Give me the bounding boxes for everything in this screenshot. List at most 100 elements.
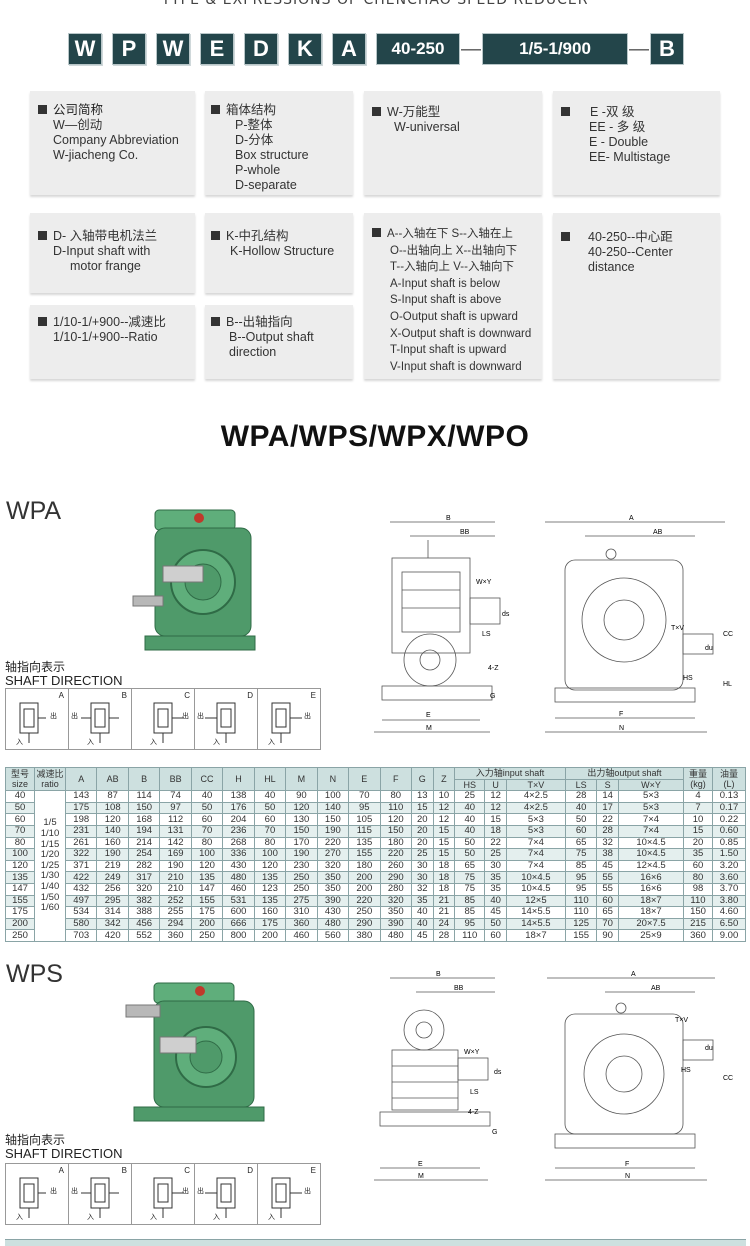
- dim-txv: T×V: [675, 1017, 688, 1024]
- table-cell: 12: [484, 790, 507, 803]
- shaft-d-icon: [205, 702, 236, 743]
- table-cell: 600: [222, 906, 255, 919]
- table-cell: 110: [379, 801, 412, 815]
- table-cell: 7×4: [618, 824, 684, 838]
- table-cell: 147: [5, 882, 35, 896]
- col-head: E: [348, 766, 381, 792]
- table-cell: 40: [5, 790, 35, 803]
- shaft-option-d: D 出 入: [195, 689, 258, 749]
- section-title: WPA/WPS/WPX/WPO: [220, 420, 530, 453]
- table-cell: 9.00: [712, 929, 746, 942]
- table-cell: 55: [596, 871, 619, 884]
- table-cell: 15: [432, 824, 456, 838]
- dim-m: M: [418, 1173, 424, 1180]
- table-cell: 290: [379, 871, 412, 884]
- shaft-c-icon: [153, 1177, 184, 1218]
- panel-heading: K-中孔结构: [226, 229, 289, 243]
- table-cell: 1.50: [712, 848, 746, 861]
- table-cell: 6.50: [712, 917, 746, 931]
- table-cell: 70: [5, 824, 35, 838]
- dim-du: du: [705, 1045, 713, 1052]
- table-cell: 350: [379, 906, 412, 919]
- table-cell: 215: [683, 917, 713, 931]
- table-cell: 60: [683, 859, 713, 873]
- col-head: HS: [454, 778, 486, 792]
- table-cell: 320: [379, 894, 412, 908]
- table-cell: 380: [348, 929, 381, 942]
- table-cell: 190: [316, 824, 350, 838]
- dim-wxy: W×Y: [464, 1049, 480, 1056]
- panel-line: direction: [229, 345, 277, 359]
- table-cell: 135: [253, 871, 287, 884]
- table-cell: 261: [64, 836, 98, 850]
- panel-line: 1/10-1/+900--Ratio: [53, 330, 158, 344]
- shaft-in: 入: [268, 739, 275, 746]
- code-ratio: 1/5-1/900: [482, 33, 628, 65]
- table-cell: 17: [596, 801, 619, 815]
- dim-cc: CC: [723, 1075, 733, 1082]
- table-cell: 12: [432, 801, 456, 815]
- page-title: TYPE & EXPRESSIONS OF CHENCHAO SPEED RED…: [161, 0, 589, 8]
- table-cell: 110: [683, 894, 713, 908]
- table-cell: 320: [316, 859, 350, 873]
- panel-heading: D- 入轴带电机法兰: [53, 229, 158, 243]
- table-cell: 32: [596, 836, 619, 850]
- table-cell: 21: [432, 906, 456, 919]
- table-cell: 390: [379, 917, 412, 931]
- shaft-in: 入: [16, 1214, 23, 1221]
- table-cell: 580: [64, 917, 98, 931]
- shaft-letter: A: [58, 1166, 64, 1175]
- panel-heading: W-万能型: [387, 105, 441, 119]
- table-cell: 38: [596, 848, 619, 861]
- table-cell: 210: [159, 871, 192, 884]
- shaft-out: 出: [182, 1188, 189, 1195]
- panel-heading: A--入轴在下 S--入轴在上: [387, 228, 513, 240]
- code-letter-p: P: [112, 33, 146, 65]
- table-cell: 256: [96, 882, 129, 896]
- bullet-icon: [561, 107, 570, 116]
- table-cell: 480: [379, 929, 412, 942]
- table-cell: 32: [410, 882, 434, 896]
- table-cell: 388: [127, 906, 161, 919]
- table-cell: 100: [253, 848, 287, 861]
- col-ratio-en: ratio: [41, 779, 59, 790]
- table-cell: 371: [64, 859, 98, 873]
- panel-heading: 1/10-1/+900--减速比: [53, 315, 166, 329]
- table-cell: 317: [127, 871, 161, 884]
- table-cell: 10×4.5: [618, 848, 684, 861]
- bullet-icon: [211, 231, 220, 240]
- dim-ds: ds: [502, 611, 510, 618]
- shaft-in: 入: [268, 1214, 275, 1221]
- table-cell: 35: [484, 871, 507, 884]
- wps-shaft-direction-strip: A 出 入 B 出 入 C 出 入 D 出 入 E 出 入: [5, 1163, 321, 1225]
- wpa-shaft-direction-strip: A 出 入 B 出 入 C 出 入 D 出 入 E 出 入: [5, 688, 321, 750]
- table-cell: 75: [454, 882, 486, 896]
- table-cell: 35: [484, 882, 507, 896]
- panel-heading: B--出轴指向: [226, 315, 293, 329]
- table-cell: 260: [379, 859, 412, 873]
- col-head: F: [379, 766, 412, 792]
- panel-line: motor frange: [70, 259, 141, 273]
- table-cell: 282: [127, 859, 161, 873]
- table-cell: 294: [159, 917, 192, 931]
- table-cell: 220: [316, 836, 350, 850]
- shaft-a-icon: [19, 1177, 46, 1218]
- shaft-option-a: A 出 入: [6, 1164, 69, 1224]
- table-cell: 20: [410, 813, 434, 826]
- col-oil-cn: 油量: [719, 769, 738, 780]
- table-cell: 18: [484, 824, 507, 838]
- table-cell: 0.60: [712, 824, 746, 838]
- table-cell: 155: [564, 929, 598, 942]
- shaft-a-icon: [19, 702, 46, 743]
- panel-line: W—创动: [53, 118, 103, 132]
- panel-line: distance: [588, 260, 635, 274]
- table-cell: 200: [348, 882, 381, 896]
- table-cell: 120: [96, 813, 129, 826]
- dim-f: F: [619, 711, 623, 718]
- ratio-value: 1/30: [40, 870, 60, 882]
